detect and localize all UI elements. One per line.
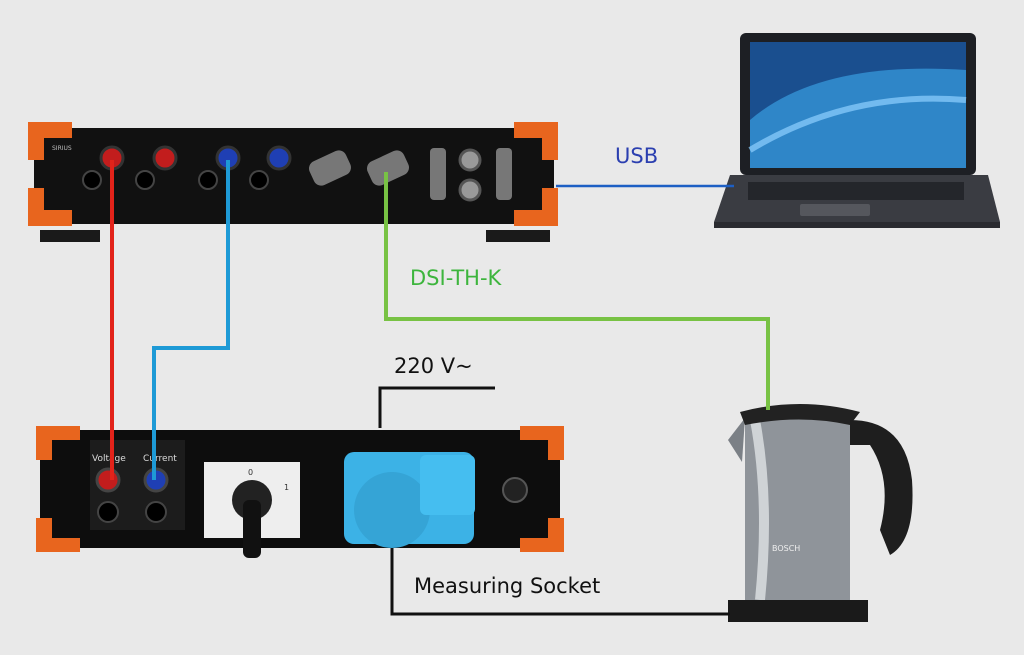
kettle-brand: BOSCH: [772, 544, 800, 553]
dsi-label: DSI-TH-K: [410, 266, 503, 290]
switch-on-label: 1: [284, 483, 289, 492]
mains-voltage-label: 220 V~: [394, 354, 473, 378]
voltage-label: Voltage: [92, 454, 126, 464]
instrument-brand: SIRIUS: [52, 145, 72, 152]
mains-wire: [378, 386, 495, 428]
measuring-socket-label: Measuring Socket: [414, 574, 600, 598]
current-label: Current: [143, 454, 177, 464]
socket-wire: [390, 548, 730, 616]
top-instrument: [28, 122, 558, 242]
kettle: [728, 404, 913, 622]
laptop: [714, 33, 1000, 228]
switch-off-label: 0: [248, 468, 253, 477]
switch-box: [36, 426, 564, 558]
usb-label: USB: [615, 144, 658, 168]
sensor-wire: [384, 172, 770, 410]
current-wire: [152, 160, 230, 480]
